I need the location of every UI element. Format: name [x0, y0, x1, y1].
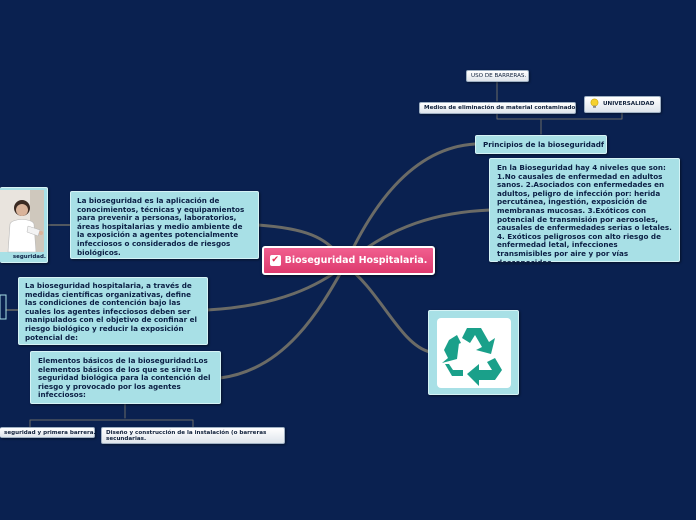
nurse-photo: [0, 190, 44, 253]
recycle-card[interactable]: [428, 310, 519, 395]
topic-elementos[interactable]: Elementos básicos de la bioseguridad:Los…: [30, 351, 221, 404]
subtopic-diseno-text: Diseño y construcción de la instalación …: [106, 430, 267, 443]
topic-hospitalaria-text: La bioseguridad hospitalaria, a través d…: [25, 281, 197, 342]
branch-elem-sub: [29, 403, 194, 429]
subtopic-uso-barreras[interactable]: USO DE BARRERAS.: [466, 70, 529, 82]
subtopic-universalidad[interactable]: UNIVERSALIDAD: [584, 96, 661, 113]
topic-niveles[interactable]: En la Bioseguridad hay 4 niveles que son…: [489, 158, 680, 266]
hosp-left-marker: [0, 294, 7, 320]
topic-definicion[interactable]: La bioseguridad es la aplicación de cono…: [70, 191, 259, 259]
topic-definicion-text: La bioseguridad es la aplicación de cono…: [77, 196, 245, 257]
subtopic-uso-barreras-text: USO DE BARRERAS.: [471, 73, 527, 79]
photo-card[interactable]: seguridad.: [0, 187, 48, 263]
branch-imagen: [343, 263, 432, 354]
branch-principios: [343, 142, 477, 267]
topic-principios-text: Principios de la bioseguridadf: [483, 140, 605, 149]
subtopic-diseno[interactable]: Diseño y construcción de la instalación …: [101, 427, 285, 444]
branch-elementos: [218, 263, 347, 380]
photo-caption: seguridad.: [12, 254, 46, 260]
central-topic-label: Bioseguridad Hospitalaria.: [284, 255, 428, 266]
central-topic[interactable]: ✔ Bioseguridad Hospitalaria.: [262, 246, 435, 275]
subtopic-medios-text: Medios de eliminación de material contam…: [424, 105, 578, 111]
topic-elementos-text: Elementos básicos de la bioseguridad:Los…: [38, 356, 211, 400]
topic-niveles-text: En la Bioseguridad hay 4 niveles que son…: [497, 163, 672, 267]
branch-principios-sub: [496, 80, 623, 135]
lightbulb-icon: [589, 98, 600, 112]
subtopic-medios[interactable]: Medios de eliminación de material contam…: [419, 102, 578, 114]
topic-hospitalaria[interactable]: La bioseguridad hospitalaria, a través d…: [18, 277, 208, 345]
subtopic-universalidad-text: UNIVERSALIDAD: [603, 101, 655, 107]
subtopic-practicas[interactable]: seguridad y primera barrera.: [0, 427, 96, 438]
subtopic-practicas-text: seguridad y primera barrera.: [4, 430, 96, 436]
checkbox-icon: ✔: [269, 255, 281, 266]
recycle-icon: [437, 318, 511, 388]
topic-principios[interactable]: Principios de la bioseguridadf: [475, 135, 607, 154]
